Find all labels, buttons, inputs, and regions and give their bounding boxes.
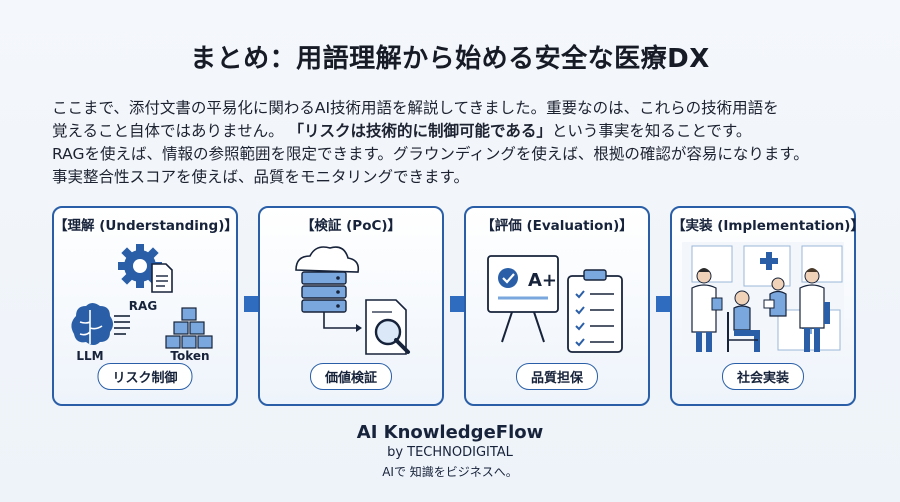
step-implementation-title: 【実装 (Implementation)】 xyxy=(672,218,864,234)
grade-label: A+ xyxy=(528,270,557,291)
step-understanding: 【理解 (Understanding)】 xyxy=(52,206,238,406)
summary-line-2-post: という事実を知ることです。 xyxy=(551,122,752,140)
brand-footer: AI KnowledgeFlow by TECHNODIGITAL AIで 知識… xyxy=(0,422,900,480)
cubes-icon xyxy=(165,307,213,349)
presentation-board-icon: A+ xyxy=(487,255,559,343)
summary-line-1: ここまで、添付文書の平易化に関わるAI技術用語を解説してきました。重要なのは、こ… xyxy=(52,99,779,117)
server-icon xyxy=(301,271,347,313)
summary-emphasis: 「リスクは技術的に制御可能である」 xyxy=(288,122,552,140)
step-evaluation-badge: 品質担保 xyxy=(515,363,599,390)
summary-line-2-pre: 覚えること自体ではありません。 xyxy=(52,122,284,140)
step-poc-badge: 価値検証 xyxy=(309,363,393,390)
doctor-left-icon xyxy=(691,268,723,352)
brand-company: by TECHNODIGITAL xyxy=(387,445,513,460)
rag-label: RAG xyxy=(129,299,157,313)
token-label: Token xyxy=(170,349,209,362)
text-lines-icon xyxy=(114,315,130,335)
nurse-icon xyxy=(763,277,787,317)
step-understanding-badge: リスク制御 xyxy=(97,363,193,390)
brain-icon xyxy=(71,303,113,345)
step-poc: 【検証 (PoC)】 xyxy=(258,206,444,406)
brand-tagline: AIで 知識をビジネスへ。 xyxy=(382,465,518,479)
cloud-icon xyxy=(295,246,360,273)
doctor-right-icon xyxy=(799,268,830,352)
summary-line-3: RAGを使えば、情報の参照範囲を限定できます。グラウンディングを使えば、根拠の確… xyxy=(52,145,809,163)
implementation-illustration xyxy=(678,236,848,362)
step-implementation-badge: 社会実装 xyxy=(721,363,805,390)
llm-label: LLM xyxy=(76,349,103,362)
poc-illustration xyxy=(266,236,436,362)
step-understanding-title: 【理解 (Understanding)】 xyxy=(54,218,238,234)
document-search-icon xyxy=(365,299,410,355)
evaluation-illustration: A+ xyxy=(472,236,642,362)
step-implementation: 【実装 (Implementation)】 xyxy=(670,206,864,406)
step-evaluation: 【評価 (Evaluation)】 A+ xyxy=(464,206,650,406)
document-icon xyxy=(151,263,173,293)
clipboard-checklist-icon xyxy=(567,269,623,353)
step-poc-title: 【検証 (PoC)】 xyxy=(300,218,402,234)
summary-line-4: 事実整合性スコアを使えば、品質をモニタリングできます。 xyxy=(52,168,469,186)
page-title: まとめ：用語理解から始める安全な医療DX xyxy=(190,44,710,74)
summary-line-2: 覚えること自体ではありません。 「リスクは技術的に制御可能である」という事実を知… xyxy=(52,120,872,143)
patient-icon xyxy=(727,290,760,352)
summary-text: ここまで、添付文書の平易化に関わるAI技術用語を解説してきました。重要なのは、こ… xyxy=(52,97,872,189)
understanding-illustration: RAG LLM xyxy=(60,236,230,363)
process-flow: 【理解 (Understanding)】 xyxy=(52,206,864,406)
step-evaluation-title: 【評価 (Evaluation)】 xyxy=(481,218,633,234)
brand-name: AI KnowledgeFlow xyxy=(356,422,544,443)
